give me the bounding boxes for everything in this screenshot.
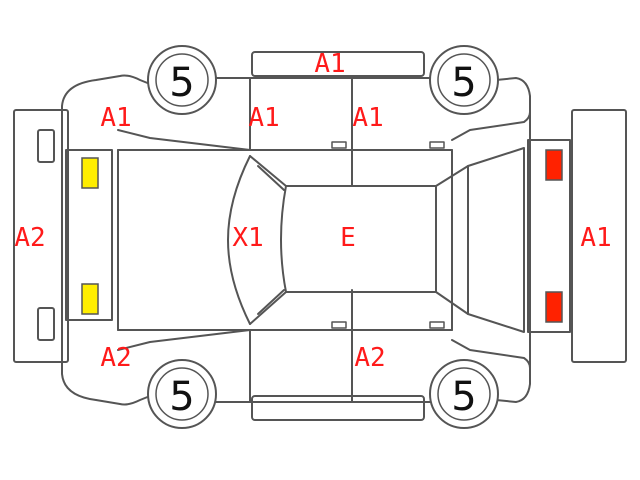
rear-bumper bbox=[571, 109, 627, 363]
code-hood: X1 bbox=[232, 223, 263, 253]
tire-front-left-label: 5 bbox=[169, 60, 194, 106]
code-front-left-fender: A1 bbox=[100, 103, 131, 133]
tire-rear-left-label: 5 bbox=[451, 60, 476, 106]
bottom-rocker-panel bbox=[251, 395, 425, 421]
code-roof-top: A1 bbox=[314, 49, 345, 79]
code-left-front-door: A1 bbox=[248, 103, 279, 133]
wheel-front-left: 5 bbox=[147, 45, 217, 115]
code-roof: E bbox=[340, 223, 356, 253]
code-front-bumper: A2 bbox=[14, 223, 45, 253]
front-lamp-bottom bbox=[81, 283, 99, 315]
code-front-right-fender: A2 bbox=[100, 343, 131, 373]
tire-rear-right-label: 5 bbox=[451, 374, 476, 420]
code-right-rear-door: A2 bbox=[354, 343, 385, 373]
wheel-rear-right: 5 bbox=[429, 359, 499, 429]
rear-lamp-top bbox=[545, 149, 563, 181]
front-lamp-top bbox=[81, 157, 99, 189]
tire-front-right-label: 5 bbox=[169, 374, 194, 420]
front-bumper bbox=[13, 109, 69, 363]
car-body-outline bbox=[61, 74, 571, 406]
rear-lamp-bottom bbox=[545, 291, 563, 323]
code-left-rear-door: A1 bbox=[352, 103, 383, 133]
code-rear-bumper: A1 bbox=[580, 223, 611, 253]
cabin-outline bbox=[227, 147, 525, 333]
wheel-front-right: 5 bbox=[147, 359, 217, 429]
top-rocker-panel bbox=[251, 51, 425, 77]
wheel-rear-left: 5 bbox=[429, 45, 499, 115]
